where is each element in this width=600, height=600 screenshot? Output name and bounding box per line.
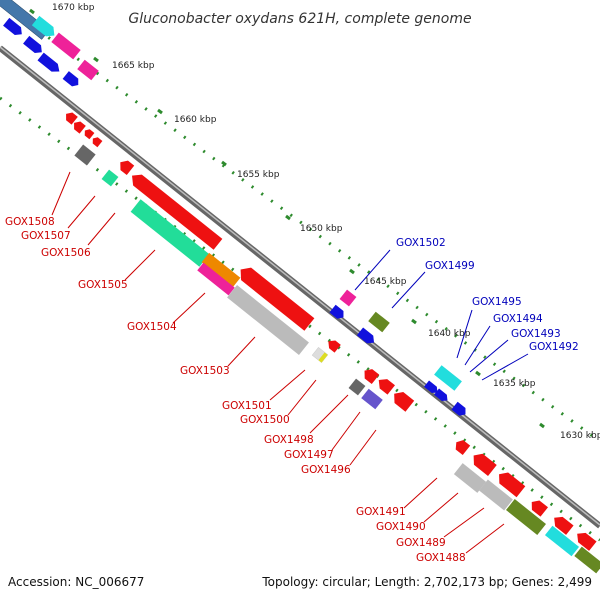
gene-feature <box>132 174 223 250</box>
gene-feature <box>51 32 81 60</box>
gene-label-gox1502: GOX1502 <box>396 237 446 249</box>
gene-feature <box>197 262 235 296</box>
gene-label-gox1492: GOX1492 <box>529 341 579 353</box>
gene-label-gox1503: GOX1503 <box>180 365 230 377</box>
gene-label-gox1508: GOX1508 <box>5 216 55 228</box>
gene-label-gox1500: GOX1500 <box>240 414 290 426</box>
gene-label-gox1490: GOX1490 <box>376 521 426 533</box>
gene-feature <box>356 327 375 344</box>
diagram-title: Gluconobacter oxydans 621H, complete gen… <box>128 11 471 27</box>
reverse-strand-genes <box>66 112 600 574</box>
reverse-label-leaders <box>51 171 505 554</box>
kbp-label: 1655 kbp <box>237 170 280 180</box>
gene-feature <box>240 267 315 331</box>
genome-backbone <box>0 45 600 529</box>
gene-feature <box>451 401 466 416</box>
gene-feature <box>201 252 241 288</box>
gene-label-gox1494: GOX1494 <box>493 313 543 325</box>
gene-label-gox1504: GOX1504 <box>127 321 177 333</box>
gene-label-gox1506: GOX1506 <box>41 247 91 259</box>
gene-feature <box>74 121 86 134</box>
gene-feature <box>3 17 22 36</box>
tick-1630 <box>539 422 545 429</box>
gene-feature <box>66 112 78 125</box>
forward-label-leaders <box>354 249 529 381</box>
gene-feature <box>506 499 546 535</box>
kbp-label: 1650 kbp <box>300 224 343 234</box>
tick-1640 <box>411 318 417 325</box>
gene-label-gox1493: GOX1493 <box>511 328 561 340</box>
gene-feature <box>92 137 103 148</box>
gene-feature <box>378 379 395 395</box>
tick-1650 <box>285 214 291 221</box>
kbp-ticks <box>29 8 545 429</box>
gene-feature <box>574 546 600 574</box>
gene-label-gox1501: GOX1501 <box>222 400 272 412</box>
gene-feature <box>455 440 471 456</box>
gene-feature <box>361 388 383 410</box>
gene-feature <box>120 160 135 176</box>
gene-feature <box>77 59 99 81</box>
tick-1670 <box>29 8 35 15</box>
gene-feature <box>329 304 344 319</box>
gene-feature <box>544 525 580 557</box>
tick-1660 <box>157 108 163 115</box>
topology-text: Topology: circular; Length: 2,702,173 bp… <box>261 575 592 589</box>
gene-feature <box>473 453 497 476</box>
gene-feature <box>74 144 96 166</box>
gene-label-gox1505: GOX1505 <box>78 279 128 291</box>
gene-feature <box>424 380 438 393</box>
gene-label-gox1497: GOX1497 <box>284 449 334 461</box>
gene-feature <box>84 129 95 140</box>
gene-label-gox1507: GOX1507 <box>21 230 71 242</box>
gene-feature <box>364 369 380 385</box>
gene-feature <box>577 532 597 551</box>
gene-label-gox1491: GOX1491 <box>356 506 406 518</box>
gene-feature <box>227 285 309 355</box>
kbp-label: 1670 kbp <box>52 3 95 13</box>
gene-feature <box>130 199 210 267</box>
gene-feature <box>311 346 329 364</box>
gene-label-gox1498: GOX1498 <box>264 434 314 446</box>
kbp-label: 1635 kbp <box>493 379 536 389</box>
gene-label-gox1489: GOX1489 <box>396 537 446 549</box>
forward-strand-genes <box>0 0 466 416</box>
gene-feature <box>499 472 526 498</box>
kbp-label: 1665 kbp <box>112 61 155 71</box>
gene-feature <box>434 388 448 401</box>
tick-1655 <box>221 160 227 167</box>
gene-feature <box>479 479 513 511</box>
gene-feature <box>394 392 415 412</box>
kbp-label: 1645 kbp <box>364 277 407 287</box>
gene-feature <box>554 516 574 535</box>
gene-label-gox1495: GOX1495 <box>472 296 522 308</box>
gene-feature <box>62 71 79 87</box>
gene-feature <box>348 378 366 396</box>
gene-label-gox1499: GOX1499 <box>425 260 475 272</box>
gene-feature <box>31 15 55 37</box>
gene-feature <box>23 35 42 54</box>
gene-feature <box>368 311 390 333</box>
gene-feature <box>339 289 357 307</box>
tick-1635 <box>475 370 481 377</box>
gene-feature <box>328 340 341 353</box>
gene-feature <box>531 500 548 517</box>
gene-feature <box>37 52 60 72</box>
gene-feature <box>453 463 487 493</box>
reverse-gene-labels: GOX1508 GOX1507 GOX1506 GOX1505 GOX1504 … <box>5 216 466 564</box>
tick-1665 <box>93 56 99 63</box>
accession-text: Accession: NC_006677 <box>8 575 144 589</box>
gene-feature <box>434 365 462 391</box>
gene-feature <box>101 169 119 187</box>
tick-1645 <box>349 268 355 275</box>
kbp-labels: 1670 kbp 1665 kbp 1660 kbp 1655 kbp 1650… <box>52 3 600 441</box>
kbp-label: 1630 kbp <box>560 431 600 441</box>
forward-gene-labels: GOX1502 GOX1499 GOX1495 GOX1494 GOX1493 … <box>396 237 579 353</box>
gene-label-gox1496: GOX1496 <box>301 464 351 476</box>
kbp-label: 1640 kbp <box>428 329 471 339</box>
kbp-label: 1660 kbp <box>174 115 217 125</box>
gene-label-gox1488: GOX1488 <box>416 552 466 564</box>
